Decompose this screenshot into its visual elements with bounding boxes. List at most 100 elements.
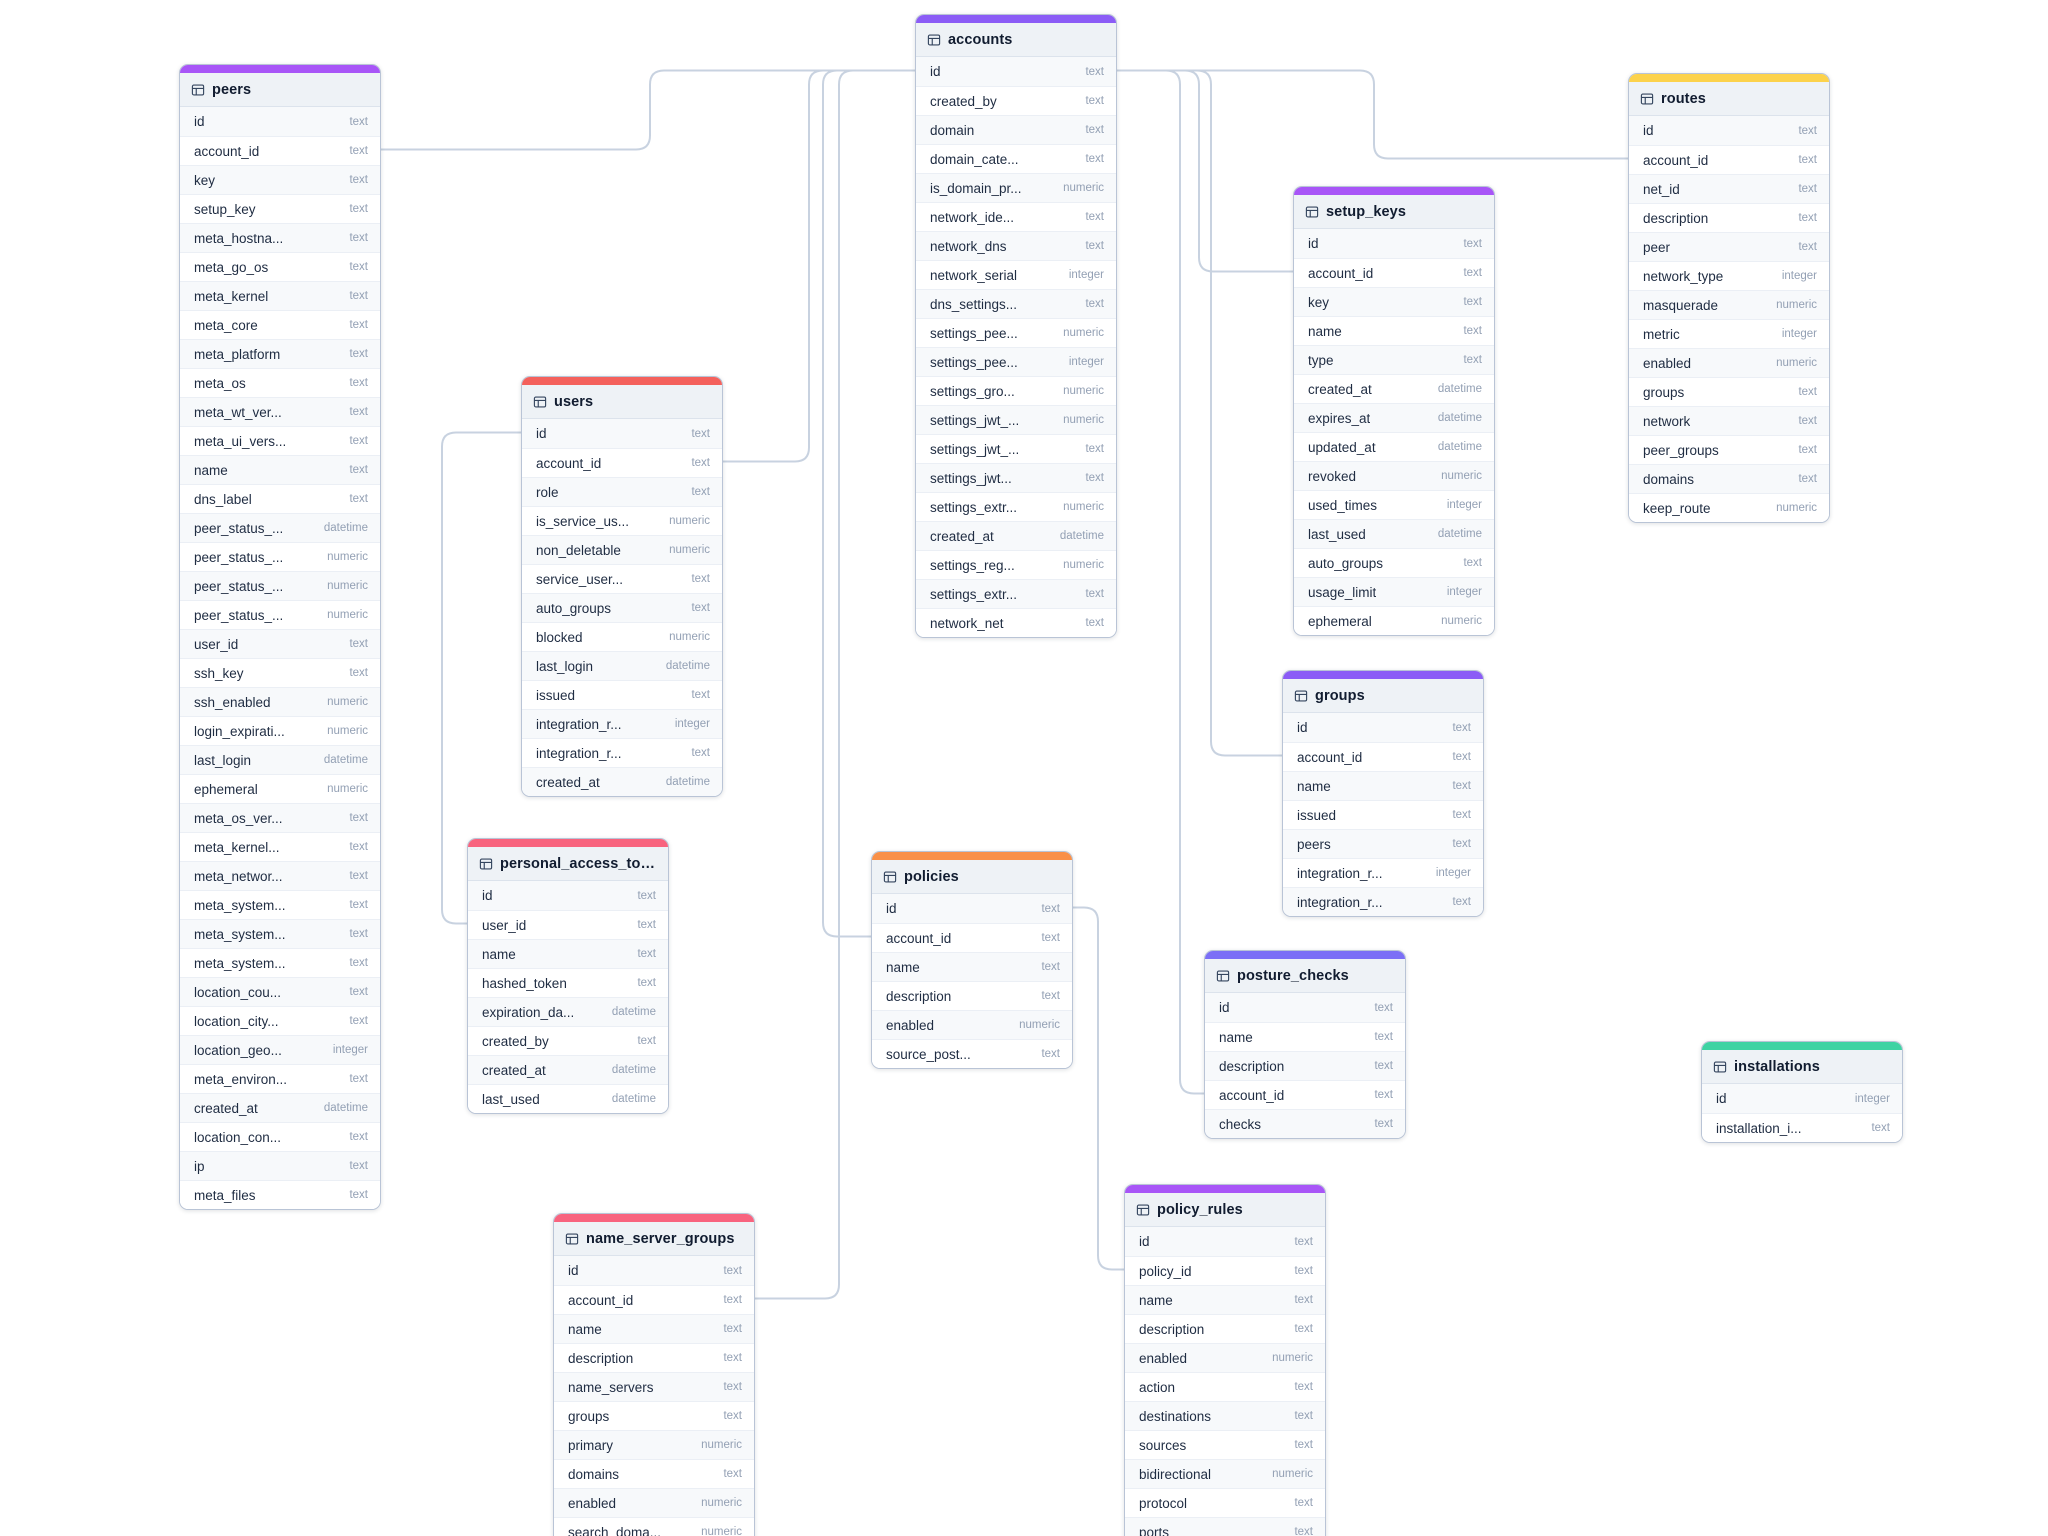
field-row-peers-created_at[interactable]: created_at datetime (180, 1093, 380, 1122)
field-row-name_server_groups-primary[interactable]: primary numeric (554, 1430, 754, 1459)
field-row-groups-integration_r[interactable]: integration_r... integer (1283, 858, 1483, 887)
field-row-accounts-settings_extr[interactable]: settings_extr... text (916, 579, 1116, 608)
field-row-peers-account_id[interactable]: account_id text (180, 136, 380, 165)
field-row-name_server_groups-name_servers[interactable]: name_servers text (554, 1372, 754, 1401)
relationship-policies-accounts[interactable] (822, 69, 915, 938)
field-row-personal_access_tokens-name[interactable]: name text (468, 939, 668, 968)
field-row-policy_rules-id[interactable]: id text (1125, 1227, 1325, 1256)
field-row-posture_checks-checks[interactable]: checks text (1205, 1109, 1405, 1138)
field-row-peers-peer_status_[interactable]: peer_status_... datetime (180, 513, 380, 542)
field-row-name_server_groups-id[interactable]: id text (554, 1256, 754, 1285)
field-row-peers-meta_hostna[interactable]: meta_hostna... text (180, 223, 380, 252)
field-row-personal_access_tokens-created_by[interactable]: created_by text (468, 1026, 668, 1055)
field-row-routes-peer[interactable]: peer text (1629, 232, 1829, 261)
field-row-routes-account_id[interactable]: account_id text (1629, 145, 1829, 174)
field-row-users-blocked[interactable]: blocked numeric (522, 622, 722, 651)
field-row-routes-id[interactable]: id text (1629, 116, 1829, 145)
table-header[interactable]: peers (180, 73, 380, 107)
field-row-policy_rules-policy_id[interactable]: policy_id text (1125, 1256, 1325, 1285)
field-row-accounts-domain[interactable]: domain text (916, 115, 1116, 144)
field-row-policy_rules-sources[interactable]: sources text (1125, 1430, 1325, 1459)
field-row-setup_keys-expires_at[interactable]: expires_at datetime (1294, 403, 1494, 432)
field-row-setup_keys-id[interactable]: id text (1294, 229, 1494, 258)
field-row-peers-ssh_enabled[interactable]: ssh_enabled numeric (180, 687, 380, 716)
field-row-routes-groups[interactable]: groups text (1629, 377, 1829, 406)
field-row-posture_checks-id[interactable]: id text (1205, 993, 1405, 1022)
field-row-peers-meta_ui_vers[interactable]: meta_ui_vers... text (180, 426, 380, 455)
field-row-users-issued[interactable]: issued text (522, 680, 722, 709)
field-row-routes-enabled[interactable]: enabled numeric (1629, 348, 1829, 377)
field-row-personal_access_tokens-expiration_da[interactable]: expiration_da... datetime (468, 997, 668, 1026)
table-header[interactable]: name_server_groups (554, 1222, 754, 1256)
field-row-accounts-id[interactable]: id text (916, 57, 1116, 86)
table-header[interactable]: policies (872, 860, 1072, 894)
field-row-peers-ephemeral[interactable]: ephemeral numeric (180, 774, 380, 803)
field-row-setup_keys-name[interactable]: name text (1294, 316, 1494, 345)
field-row-name_server_groups-enabled[interactable]: enabled numeric (554, 1488, 754, 1517)
field-row-setup_keys-updated_at[interactable]: updated_at datetime (1294, 432, 1494, 461)
field-row-peers-peer_status_[interactable]: peer_status_... numeric (180, 600, 380, 629)
field-row-peers-key[interactable]: key text (180, 165, 380, 194)
field-row-policies-description[interactable]: description text (872, 981, 1072, 1010)
field-row-routes-network[interactable]: network text (1629, 406, 1829, 435)
field-row-peers-ssh_key[interactable]: ssh_key text (180, 658, 380, 687)
relationship-setup_keys-accounts[interactable] (1117, 69, 1293, 273)
field-row-peers-location_geo[interactable]: location_geo... integer (180, 1035, 380, 1064)
field-row-users-role[interactable]: role text (522, 477, 722, 506)
field-row-peers-meta_core[interactable]: meta_core text (180, 310, 380, 339)
relationship-name_server_groups-accounts[interactable] (755, 69, 915, 1300)
field-row-accounts-is_domain_pr[interactable]: is_domain_pr... numeric (916, 173, 1116, 202)
field-row-users-integration_r[interactable]: integration_r... integer (522, 709, 722, 738)
field-row-name_server_groups-description[interactable]: description text (554, 1343, 754, 1372)
field-row-setup_keys-usage_limit[interactable]: usage_limit integer (1294, 577, 1494, 606)
field-row-accounts-settings_pee[interactable]: settings_pee... numeric (916, 318, 1116, 347)
field-row-peers-id[interactable]: id text (180, 107, 380, 136)
field-row-routes-metric[interactable]: metric integer (1629, 319, 1829, 348)
field-row-setup_keys-account_id[interactable]: account_id text (1294, 258, 1494, 287)
relationship-policy_rules-policies[interactable] (1073, 906, 1124, 1271)
field-row-policies-id[interactable]: id text (872, 894, 1072, 923)
field-row-peers-meta_networ[interactable]: meta_networ... text (180, 861, 380, 890)
table-name_server_groups[interactable]: name_server_groups id text account_id te… (553, 1213, 755, 1536)
field-row-accounts-domain_cate[interactable]: domain_cate... text (916, 144, 1116, 173)
table-groups[interactable]: groups id text account_id text name text… (1282, 670, 1484, 917)
field-row-users-non_deletable[interactable]: non_deletable numeric (522, 535, 722, 564)
field-row-accounts-network_dns[interactable]: network_dns text (916, 231, 1116, 260)
field-row-policies-name[interactable]: name text (872, 952, 1072, 981)
field-row-setup_keys-auto_groups[interactable]: auto_groups text (1294, 548, 1494, 577)
field-row-peers-setup_key[interactable]: setup_key text (180, 194, 380, 223)
field-row-peers-user_id[interactable]: user_id text (180, 629, 380, 658)
field-row-personal_access_tokens-hashed_token[interactable]: hashed_token text (468, 968, 668, 997)
field-row-peers-meta_wt_ver[interactable]: meta_wt_ver... text (180, 397, 380, 426)
field-row-accounts-network_ide[interactable]: network_ide... text (916, 202, 1116, 231)
field-row-groups-name[interactable]: name text (1283, 771, 1483, 800)
relationship-personal_access_tokens-users[interactable] (441, 431, 521, 925)
field-row-peers-peer_status_[interactable]: peer_status_... numeric (180, 542, 380, 571)
field-row-accounts-created_by[interactable]: created_by text (916, 86, 1116, 115)
field-row-accounts-settings_jwt_[interactable]: settings_jwt_... text (916, 434, 1116, 463)
field-row-personal_access_tokens-user_id[interactable]: user_id text (468, 910, 668, 939)
relationship-posture_checks-accounts[interactable] (1117, 69, 1204, 1095)
field-row-personal_access_tokens-created_at[interactable]: created_at datetime (468, 1055, 668, 1084)
table-header[interactable]: policy_rules (1125, 1193, 1325, 1227)
field-row-policies-enabled[interactable]: enabled numeric (872, 1010, 1072, 1039)
field-row-users-created_at[interactable]: created_at datetime (522, 767, 722, 796)
field-row-peers-meta_system[interactable]: meta_system... text (180, 890, 380, 919)
field-row-users-id[interactable]: id text (522, 419, 722, 448)
field-row-routes-description[interactable]: description text (1629, 203, 1829, 232)
field-row-setup_keys-type[interactable]: type text (1294, 345, 1494, 374)
field-row-policies-source_post[interactable]: source_post... text (872, 1039, 1072, 1068)
relationship-routes-accounts[interactable] (1117, 69, 1628, 160)
field-row-accounts-settings_jwt[interactable]: settings_jwt... text (916, 463, 1116, 492)
field-row-policy_rules-enabled[interactable]: enabled numeric (1125, 1343, 1325, 1372)
field-row-groups-account_id[interactable]: account_id text (1283, 742, 1483, 771)
table-header[interactable]: posture_checks (1205, 959, 1405, 993)
field-row-users-account_id[interactable]: account_id text (522, 448, 722, 477)
field-row-accounts-dns_settings[interactable]: dns_settings... text (916, 289, 1116, 318)
relationship-peers-accounts[interactable] (381, 69, 915, 151)
table-header[interactable]: users (522, 385, 722, 419)
field-row-peers-meta_system[interactable]: meta_system... text (180, 948, 380, 977)
field-row-routes-peer_groups[interactable]: peer_groups text (1629, 435, 1829, 464)
field-row-peers-meta_system[interactable]: meta_system... text (180, 919, 380, 948)
